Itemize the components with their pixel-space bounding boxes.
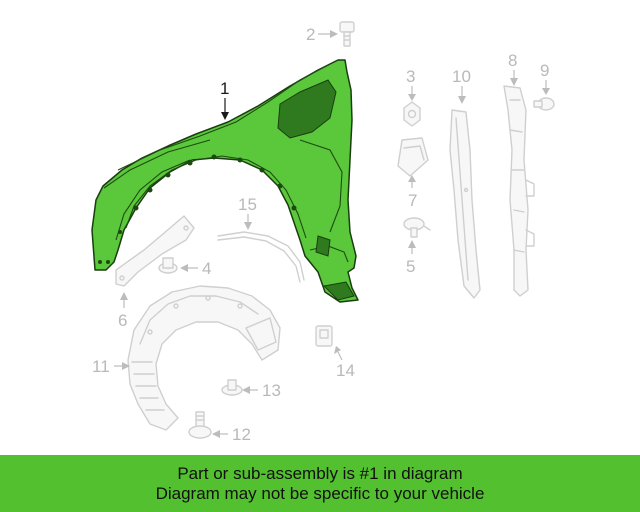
clip-part-14[interactable]: [315, 325, 333, 347]
callout-13: 13: [242, 381, 281, 400]
svg-text:15: 15: [238, 195, 257, 214]
svg-text:4: 4: [202, 259, 211, 278]
svg-text:13: 13: [262, 381, 281, 400]
svg-text:11: 11: [92, 357, 110, 376]
bracket-part-6[interactable]: [115, 215, 195, 287]
liner-part-11[interactable]: [127, 285, 281, 431]
callout-8: 8: [508, 51, 518, 86]
svg-text:1: 1: [220, 79, 229, 98]
nut-part-4[interactable]: [158, 257, 178, 274]
callout-14: 14: [334, 346, 355, 380]
callout-7: 7: [408, 175, 417, 210]
molding-part-15[interactable]: [217, 231, 305, 283]
fender-part-1[interactable]: [91, 59, 359, 303]
pushpin-part-5[interactable]: [403, 217, 431, 238]
svg-text:12: 12: [232, 425, 251, 444]
svg-text:3: 3: [406, 67, 415, 86]
callout-2: 2: [306, 25, 338, 44]
info-banner: Part or sub-assembly is #1 in diagram Di…: [0, 455, 640, 512]
callout-5: 5: [406, 240, 416, 276]
brace-part-8[interactable]: [503, 85, 535, 297]
nut-part-3[interactable]: [403, 101, 421, 127]
bolt-part-2[interactable]: [339, 21, 355, 47]
svg-text:7: 7: [408, 191, 417, 210]
callout-3: 3: [406, 67, 416, 101]
svg-text:14: 14: [336, 361, 355, 380]
bolt-part-12[interactable]: [188, 411, 212, 439]
rivet-part-9[interactable]: [533, 97, 555, 111]
callout-12: 12: [212, 425, 251, 444]
banner-line-part-info: Part or sub-assembly is #1 in diagram: [177, 463, 463, 483]
svg-text:9: 9: [540, 61, 549, 80]
callout-4: 4: [180, 259, 211, 278]
callout-11: 11: [92, 357, 130, 376]
svg-text:8: 8: [508, 51, 517, 70]
seal-part-10[interactable]: [449, 109, 481, 299]
callout-15: 15: [238, 195, 257, 230]
svg-text:10: 10: [452, 67, 471, 86]
pushpin-part-13[interactable]: [221, 379, 243, 396]
svg-text:5: 5: [406, 257, 415, 276]
parts-diagram: 1 2 3 7 5: [91, 21, 555, 444]
callout-10: 10: [452, 67, 471, 104]
banner-line-disclaimer: Diagram may not be specific to your vehi…: [155, 483, 485, 503]
bracket-part-7[interactable]: [397, 137, 429, 177]
callout-1: 1: [220, 79, 229, 120]
callout-6: 6: [118, 292, 128, 330]
svg-text:6: 6: [118, 311, 127, 330]
callout-9: 9: [540, 61, 550, 95]
svg-text:2: 2: [306, 25, 315, 44]
